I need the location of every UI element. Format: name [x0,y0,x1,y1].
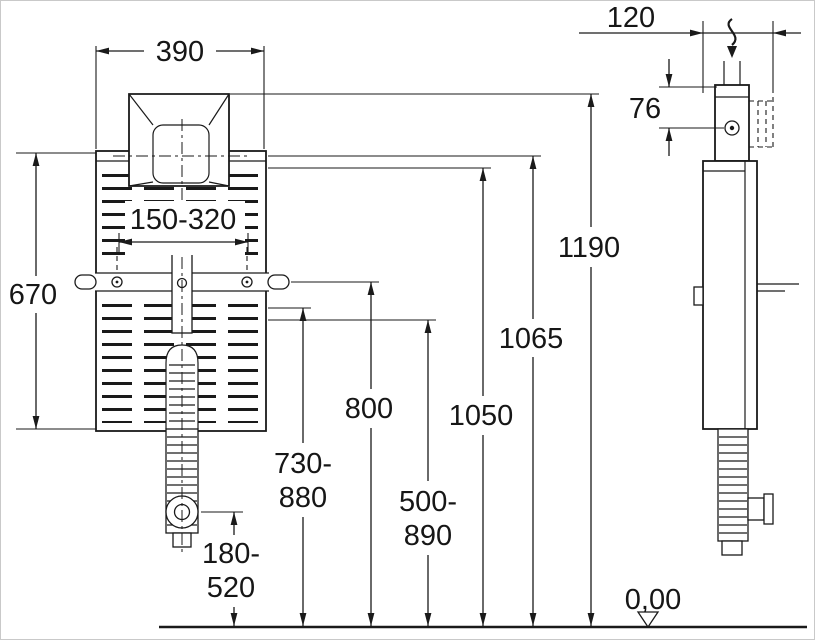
dim-range-180-520: 180- 520 [201,511,260,626]
dim-height-670: 670 [9,152,96,430]
side-view: 120 76 [579,2,801,556]
dim-730-880-label-line1: 730- [274,448,332,480]
side-drain-flange [763,493,774,525]
dimensions-front: 390 150-320 670 1190 [9,36,620,626]
dim-height-1065: 1065 [268,155,564,626]
dim-1050-label: 1050 [449,400,514,432]
rail-tab-right [267,274,290,290]
dim-width-390: 390 [95,36,265,149]
dim-120-label: 120 [607,2,655,34]
datum-marker: 0,00 [625,584,681,629]
dim-390-label: 390 [156,36,204,68]
dim-height-800: 800 [291,281,393,626]
dim-range-730-880: 730- 880 [268,307,332,626]
water-supply-icon [727,18,737,58]
front-view [74,93,290,555]
dim-180-520-label-line1: 180- [202,538,260,570]
dim-height-1050: 1050 [268,167,514,626]
side-cistern-body [693,160,799,430]
dim-range-500-890: 500- 890 [268,319,457,626]
wall-bracket-dashed [749,97,774,151]
dim-500-890-label-line2: 890 [404,520,452,552]
dim-76-label: 76 [629,93,661,125]
dim-730-880-label-line2: 880 [279,482,327,514]
dim-1065-label: 1065 [499,323,564,355]
dim-range-150-320: 150-320 [118,201,249,255]
dim-height-1190: 1190 [230,93,620,626]
inspection-box [128,93,230,187]
dim-1190-label: 1190 [558,232,620,264]
rail-tab-left [74,274,97,290]
side-rail-notch [693,286,704,306]
dim-800-label: 800 [345,393,393,425]
inspection-shaft-opening [152,124,210,184]
dim-offset-76: 76 [629,59,724,156]
side-pipe-foot [721,540,743,556]
side-outlet-pipe [717,428,774,556]
datum-triangle-icon [636,611,660,629]
datum-level-label: 0,00 [625,584,681,616]
side-flush-valve [714,84,750,162]
dim-500-890-label-line1: 500- [399,486,457,518]
dim-670-label: 670 [9,279,57,311]
dim-150-320-label: 150-320 [130,204,236,236]
side-drain-elbow [747,497,765,521]
dim-depth-120: 120 [579,2,801,93]
dim-180-520-label-line2: 520 [207,572,255,604]
